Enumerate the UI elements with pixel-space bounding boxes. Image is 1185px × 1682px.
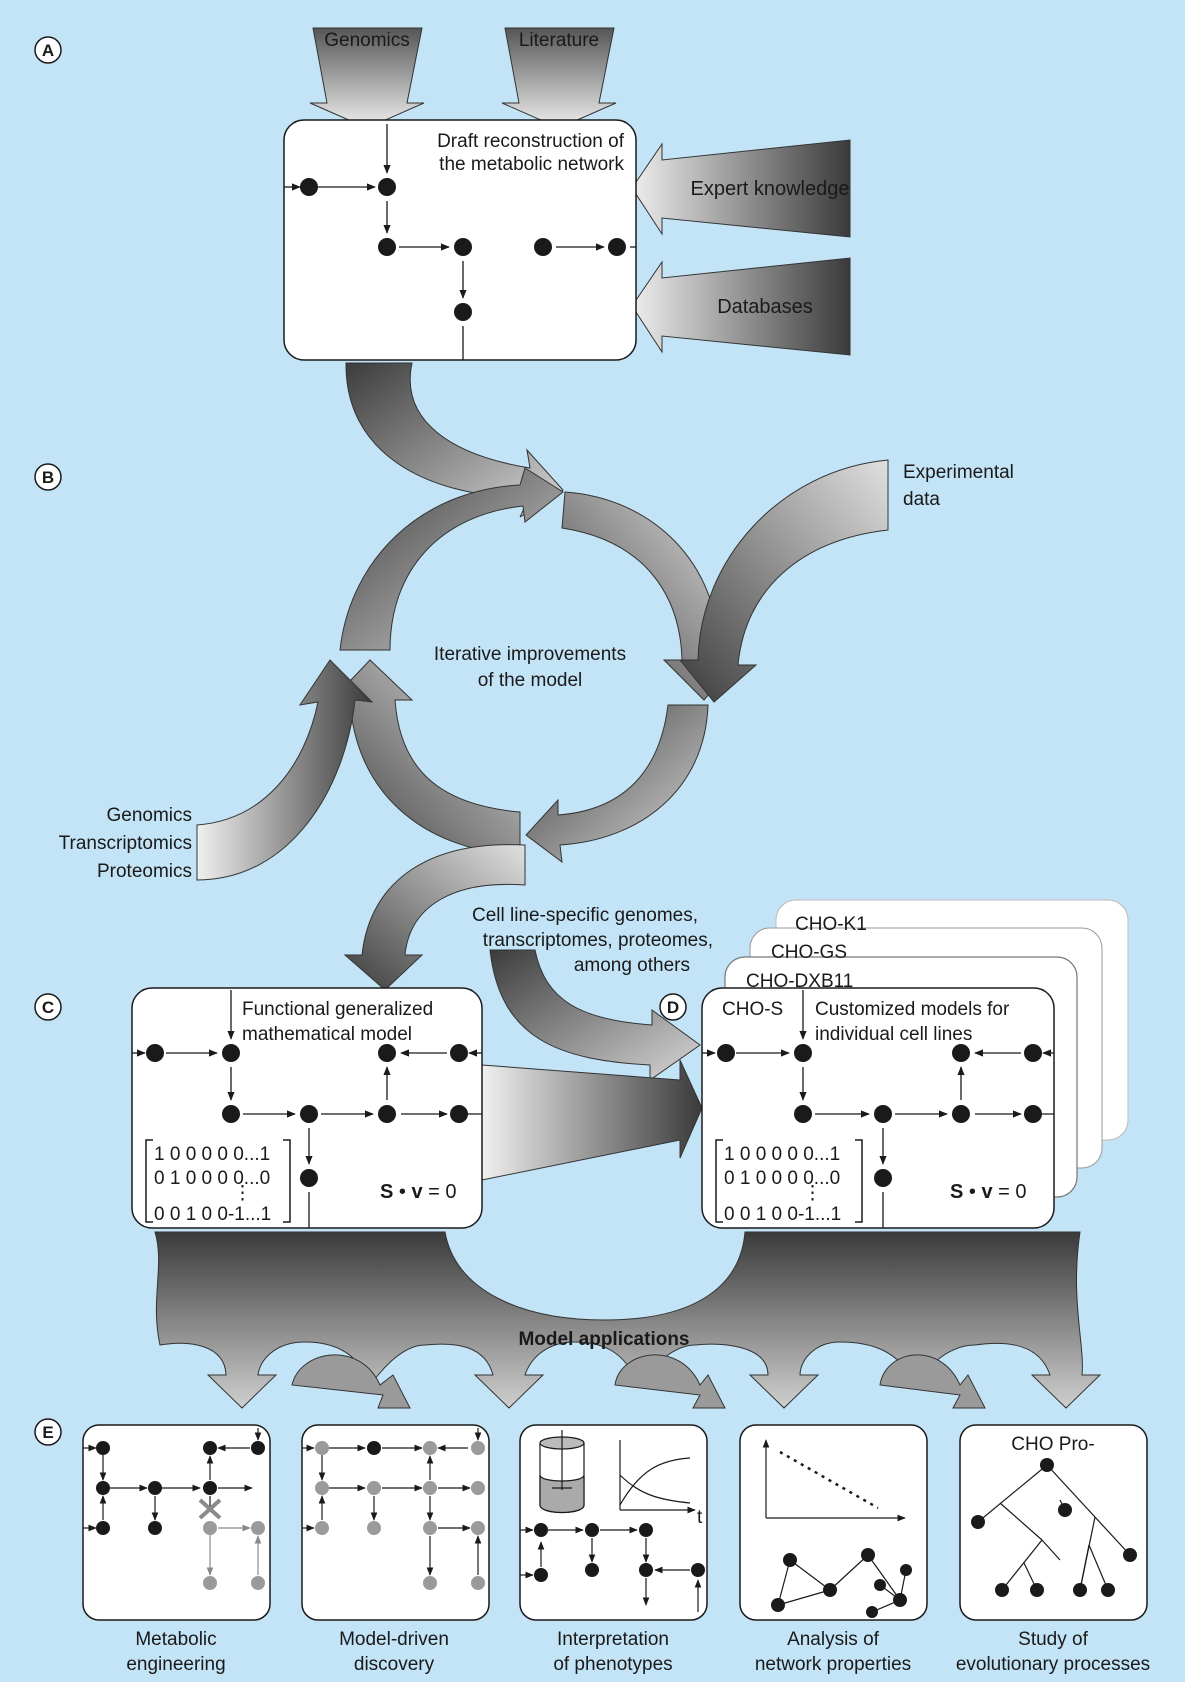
custom-title-line1: Customized models for	[815, 999, 1010, 1020]
section-e: E	[34, 1418, 1150, 1675]
general-matrix: 1 0 0 0 0 0...1 0 1 0 0 0 0...0 ⋮ 0 0 1 …	[145, 1139, 291, 1225]
app-interpretation-of-phenotypes: t	[519, 1424, 708, 1621]
cell-line-label-1: Cell line-specific genomes,	[472, 905, 698, 926]
bioreactor-icon	[539, 1430, 585, 1514]
section-a: A Genomics Literature Expert knowledge D…	[34, 27, 851, 361]
growth-curve-icon	[619, 1440, 696, 1514]
draft-title-line2: the metabolic network	[439, 154, 624, 175]
custom-matrix-row2: 0 1 0 0 0 0...0	[724, 1168, 840, 1189]
general-equation: S • v = 0	[380, 1181, 457, 1203]
app-4-line2: network properties	[755, 1654, 911, 1675]
custom-matrix: 1 0 0 0 0 0...1 0 1 0 0 0 0...0 ⋮ 0 0 1 …	[715, 1139, 863, 1225]
draft-network	[284, 124, 636, 360]
panel-d-letter: D	[667, 998, 679, 1017]
panel-e-marker	[34, 1418, 62, 1446]
app-network-properties	[739, 1424, 928, 1621]
cycle-arc-top	[339, 467, 564, 651]
literature-input-arrow	[501, 27, 617, 129]
tree-title: CHO Pro-	[1011, 1434, 1094, 1455]
custom-title-line2: individual cell lines	[815, 1024, 972, 1045]
literature-input-label: Literature	[519, 30, 599, 51]
model-applications-band: Model applications	[154, 1231, 1102, 1409]
cycle-label-line1: Iterative improvements	[434, 644, 626, 665]
custom-matrix-dots: ⋮	[803, 1183, 822, 1204]
draft-nodes	[300, 178, 626, 321]
app-2-line1: Model-driven	[339, 1629, 449, 1650]
time-axis-label: t	[697, 1507, 703, 1528]
omics-proteomics: Proteomics	[97, 861, 192, 882]
experimental-data-line1: Experimental	[903, 462, 1014, 483]
section-d: D CHO-K1 CHO-GS CHO-DXB11 CHO-S Customiz…	[659, 899, 1129, 1229]
app-3-line2: of phenotypes	[553, 1654, 672, 1675]
custom-matrix-row1: 1 0 0 0 0 0...1	[724, 1144, 840, 1165]
app-1-line2: engineering	[126, 1654, 225, 1675]
panel-d-marker	[659, 993, 687, 1021]
panel-b-letter: B	[42, 468, 54, 487]
experimental-data-line2: data	[903, 489, 940, 510]
section-b: B Experimental data Genomics Transcripto…	[34, 362, 1014, 882]
cell-line-gs: CHO-GS	[771, 942, 847, 963]
app-3-line1: Interpretation	[557, 1629, 669, 1650]
panel-a-letter: A	[42, 41, 54, 60]
cycle-label-line2: of the model	[478, 670, 583, 691]
app-2-line2: discovery	[354, 1654, 435, 1675]
custom-nodes	[717, 1044, 1042, 1187]
general-nodes	[146, 1044, 468, 1187]
panel-c-marker	[34, 993, 62, 1021]
panel-c-letter: C	[42, 998, 54, 1017]
expert-knowledge-arrow	[631, 139, 851, 238]
genomics-input-arrow	[309, 27, 425, 129]
cell-line-label-3: among others	[574, 955, 690, 976]
cell-line-s: CHO-S	[722, 999, 783, 1020]
app-5-line1: Study of	[1018, 1629, 1088, 1650]
cell-line-k1: CHO-K1	[795, 914, 867, 935]
experimental-data-arrow	[678, 459, 889, 703]
phylogenetic-tree-icon	[977, 1464, 1131, 1591]
cell-line-dxb11: CHO-DXB11	[746, 971, 853, 992]
expert-knowledge-label: Expert knowledge	[691, 178, 850, 200]
databases-label: Databases	[717, 296, 813, 318]
panel-b-marker	[34, 463, 62, 491]
app-model-driven-discovery	[301, 1424, 490, 1621]
app-evolutionary-processes: CHO Pro-	[959, 1424, 1148, 1621]
section-c: C Functional generalized mathematical mo…	[34, 987, 703, 1229]
omics-transcriptomics: Transcriptomics	[59, 833, 192, 854]
general-title-line1: Functional generalized	[242, 999, 433, 1020]
custom-matrix-row3: 0 0 1 0 0-1...1	[724, 1204, 841, 1225]
panel-a-marker	[34, 36, 62, 64]
app-4-line1: Analysis of	[787, 1629, 880, 1650]
custom-equation: S • v = 0	[950, 1181, 1027, 1203]
app-metabolic-engineering	[82, 1424, 271, 1621]
cycle-arc-bottom	[525, 704, 709, 864]
omics-input-arrow	[196, 659, 374, 881]
cell-line-label-2: transcriptomes, proteomes,	[483, 930, 713, 951]
general-title-line2: mathematical model	[242, 1024, 412, 1045]
draft-title-line1: Draft reconstruction of	[437, 131, 625, 152]
applications-arch-1	[291, 1354, 411, 1409]
degree-distribution-icon	[762, 1439, 906, 1522]
general-matrix-dots: ⋮	[233, 1183, 252, 1204]
app-1-line1: Metabolic	[135, 1629, 216, 1650]
panel-e-letter: E	[42, 1423, 53, 1442]
knockout-cross-icon	[198, 1498, 222, 1520]
genomics-input-label: Genomics	[324, 30, 410, 51]
model-applications-label: Model applications	[518, 1329, 689, 1350]
databases-arrow	[631, 257, 851, 356]
general-matrix-row1: 1 0 0 0 0 0...1	[154, 1144, 270, 1165]
app-5-line2: evolutionary processes	[956, 1654, 1150, 1675]
general-matrix-row3: 0 0 1 0 0-1...1	[154, 1204, 271, 1225]
general-matrix-row2: 0 1 0 0 0 0...0	[154, 1168, 270, 1189]
omics-genomics: Genomics	[106, 805, 192, 826]
general-to-custom-arrow	[481, 1059, 703, 1181]
cycle-to-general-model-arrow	[343, 844, 526, 991]
applications-arch-3	[879, 1354, 986, 1409]
cycle-outputs: Cell line-specific genomes, transcriptom…	[343, 844, 713, 1081]
applications-band-shape	[154, 1231, 1102, 1409]
applications-arch-2	[614, 1354, 726, 1409]
